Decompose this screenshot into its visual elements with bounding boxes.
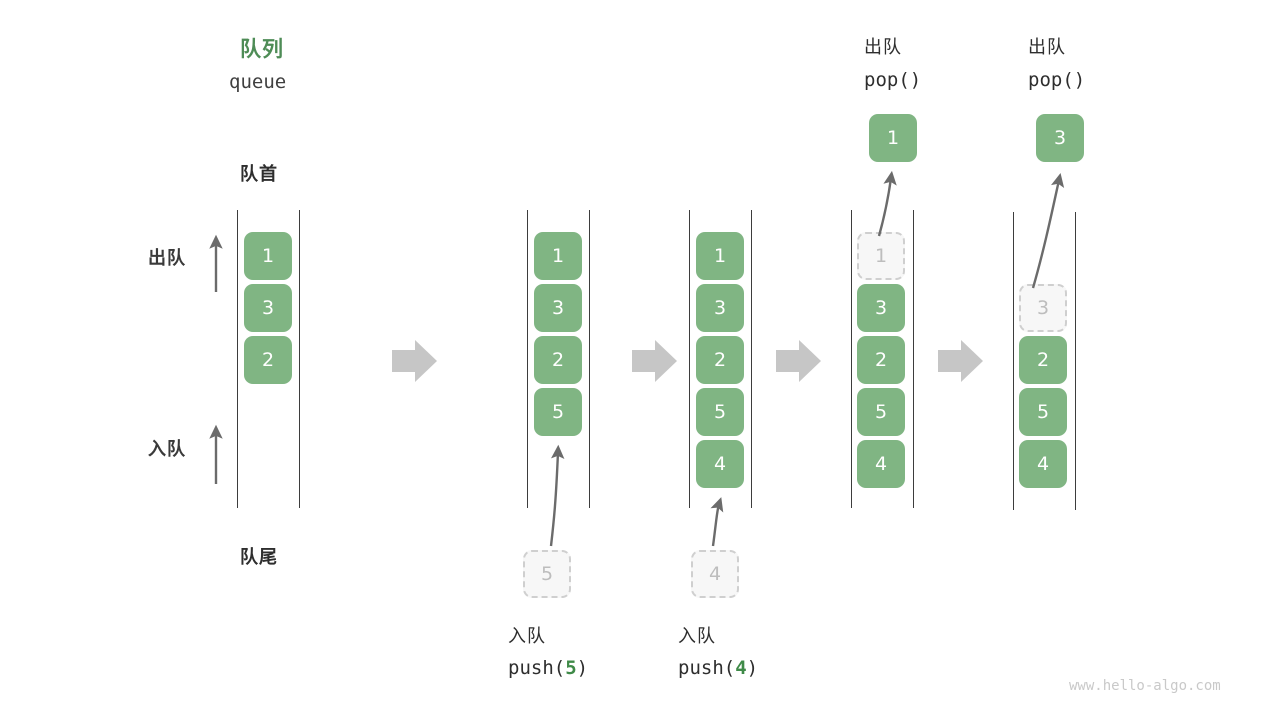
queue-tail-label: 队尾 [240, 547, 278, 568]
pop3-header-cn: 出队 [1028, 37, 1066, 58]
cell-col2-3: 5 [534, 388, 582, 436]
popped-cell-1: 1 [869, 114, 917, 162]
push4-footer-en: push(4) [678, 657, 758, 679]
rail-right-col3 [751, 210, 752, 508]
queue-title-en: queue [229, 71, 287, 93]
push4-footer-pre: push( [678, 657, 736, 679]
pop1-header-cn: 出队 [864, 37, 902, 58]
push4-footer-num: 4 [735, 657, 747, 679]
popped-cell-3: 3 [1036, 114, 1084, 162]
cell-col5-1: 2 [1019, 336, 1067, 384]
cell-col3-1: 3 [696, 284, 744, 332]
pop3-arrow-icon [1031, 172, 1065, 289]
pop3-header-en: pop() [1028, 69, 1086, 91]
cell-col2-0: 1 [534, 232, 582, 280]
watermark: www.hello-algo.com [1069, 678, 1221, 694]
push4-footer-post: ) [746, 657, 759, 679]
cell-col2-2: 2 [534, 336, 582, 384]
push5-footer-cn: 入队 [508, 626, 546, 647]
push4-footer-cn: 入队 [678, 626, 716, 647]
cell-col5-2: 5 [1019, 388, 1067, 436]
push5-arrow-icon [549, 444, 565, 547]
cell-col5-3: 4 [1019, 440, 1067, 488]
push5-footer-post: ) [576, 657, 589, 679]
rail-right-col1 [299, 210, 300, 508]
pop1-arrow-icon [877, 170, 897, 237]
ghost-push4: 4 [691, 550, 739, 598]
rail-right-col5 [1075, 212, 1076, 510]
cell-col4-1: 3 [857, 284, 905, 332]
cell-col4-4: 4 [857, 440, 905, 488]
rail-left-col3 [689, 210, 690, 508]
queue-head-label: 队首 [240, 164, 278, 185]
push4-arrow-icon [710, 497, 724, 547]
cell-col1-2: 2 [244, 336, 292, 384]
cell-col3-3: 5 [696, 388, 744, 436]
ghost-push5: 5 [523, 550, 571, 598]
cell-col2-1: 3 [534, 284, 582, 332]
cell-col1-0: 1 [244, 232, 292, 280]
enqueue-side-label: 入队 [148, 439, 186, 460]
rail-left-col1 [237, 210, 238, 508]
dequeue-side-label: 出队 [148, 248, 186, 269]
cell-col3-4: 4 [696, 440, 744, 488]
rail-left-col5 [1013, 212, 1014, 510]
rail-right-col4 [913, 210, 914, 508]
flow-arrow-icon-4 [938, 340, 983, 382]
flow-arrow-icon-1 [392, 340, 437, 382]
push5-footer-en: push(5) [508, 657, 588, 679]
ghost-pop1-inqueue: 1 [857, 232, 905, 280]
rail-left-col4 [851, 210, 852, 508]
push5-footer-num: 5 [565, 657, 577, 679]
rail-right-col2 [589, 210, 590, 508]
cell-col3-0: 1 [696, 232, 744, 280]
queue-title-cn: 队列 [240, 37, 284, 61]
flow-arrow-icon-2 [632, 340, 677, 382]
rail-left-col2 [527, 210, 528, 508]
pop1-header-en: pop() [864, 69, 922, 91]
push5-footer-pre: push( [508, 657, 566, 679]
flow-arrow-icon-3 [776, 340, 821, 382]
cell-col4-2: 2 [857, 336, 905, 384]
cell-col4-3: 5 [857, 388, 905, 436]
ghost-pop3-inqueue: 3 [1019, 284, 1067, 332]
cell-col1-1: 3 [244, 284, 292, 332]
cell-col3-2: 2 [696, 336, 744, 384]
